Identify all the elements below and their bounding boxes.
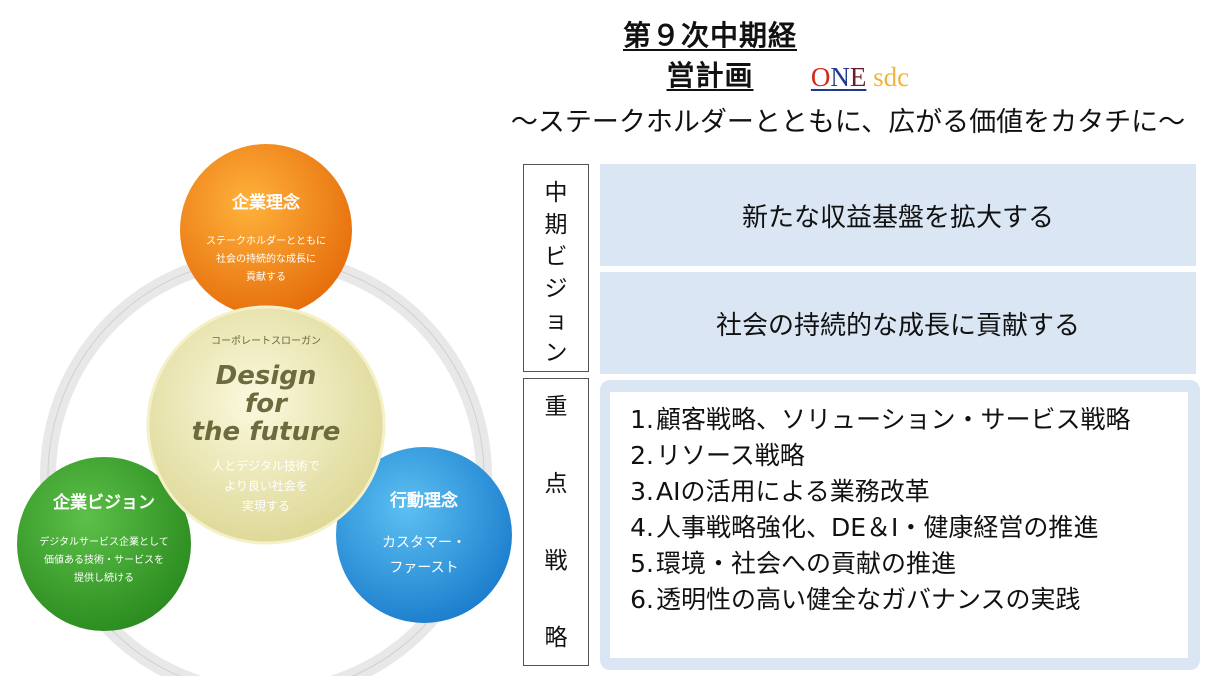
vision-label-char: 中 <box>544 180 568 206</box>
vision-label: 中 期 ビ ジ ョ ン <box>523 164 589 372</box>
strategy-item: 3.AIの活用による業務改革 <box>616 474 1186 510</box>
conduct-circle: 行動理念 カスタマー・ ファースト <box>336 447 512 623</box>
strategy-item-number: 6 <box>630 585 647 614</box>
vision-label-char: ビ <box>544 244 568 270</box>
strategy-item-number: 3 <box>630 477 647 506</box>
philosophy-line: 社会の持続的な成長に <box>216 252 316 265</box>
vision-circle: 企業ビジョン デジタルサービス企業として 価値ある技術・サービスを 提供し続ける <box>17 457 191 631</box>
philosophy-line: ステークホルダーとともに <box>206 234 326 247</box>
page-title: 第９次中期経営計画 <box>622 19 797 92</box>
strategy-item-text: 透明性の高い健全なガバナンスの実践 <box>656 585 1081 614</box>
philosophy-circle: 企業理念 ステークホルダーとともに 社会の持続的な成長に 貢献する <box>180 144 352 316</box>
strategy-item-number: 5 <box>630 549 647 578</box>
strategy-item-text: リソース戦略 <box>656 441 805 470</box>
vision-circle-line: デジタルサービス企業として <box>39 535 169 548</box>
vision-circle-line: 価値ある技術・サービスを <box>44 553 164 566</box>
vision-label-char: 期 <box>544 212 568 238</box>
slogan-sub: より良い社会を <box>224 478 308 493</box>
brand-logo-text: ONE sdc <box>780 62 940 93</box>
vision-item-2: 社会の持続的な成長に貢献する <box>600 272 1196 374</box>
strategy-list: 1.顧客戦略、ソリューション・サービス戦略 2.リソース戦略 3.AIの活用によ… <box>616 402 1186 618</box>
strategy-item-text: 人事戦略強化、DE＆I・健康経営の推進 <box>656 513 1099 542</box>
conduct-title: 行動理念 <box>389 490 458 511</box>
strategy-label: 重 点 戦 略 <box>523 378 589 666</box>
strategy-item-text: 環境・社会への貢献の推進 <box>656 549 957 578</box>
vision-label-char: ジ <box>544 276 568 302</box>
strategy-list-box <box>610 392 1188 658</box>
brand-letter-e: E <box>849 62 867 92</box>
strategy-label-char: 略 <box>544 625 568 651</box>
slogan-circle: コーポレートスローガン Design for the future 人とデジタル… <box>146 305 386 545</box>
vision-label-char: ョ <box>544 308 568 334</box>
slogan-label: コーポレートスローガン <box>211 335 321 347</box>
slogan-sub: 実現する <box>242 498 290 513</box>
strategy-item-text: 顧客戦略、ソリューション・サービス戦略 <box>656 405 1131 434</box>
strategy-label-char: 重 <box>544 394 568 420</box>
conduct-line: カスタマー・ <box>382 535 466 551</box>
slogan-sub: 人とデジタル技術で <box>212 458 320 473</box>
strategy-item-number: 1 <box>630 405 647 434</box>
slogan-line: the future <box>192 417 341 447</box>
philosophy-line: 貢献する <box>246 270 286 283</box>
brand-sdc: sdc <box>873 62 910 92</box>
strategy-item: 5.環境・社会への貢献の推進 <box>616 546 1186 582</box>
strategy-item-number: 4 <box>630 513 647 542</box>
vision-label-char: ン <box>544 340 568 366</box>
philosophy-title: 企業理念 <box>231 192 300 213</box>
vision-circle-title: 企業ビジョン <box>52 492 155 513</box>
conduct-line: ファースト <box>389 560 458 576</box>
strategy-item: 6.透明性の高い健全なガバナンスの実践 <box>616 582 1186 618</box>
corporate-philosophy-diagram: 企業理念 ステークホルダーとともに 社会の持続的な成長に 貢献する 企業ビジョン… <box>17 144 512 676</box>
strategy-label-char: 戦 <box>544 548 568 574</box>
slogan-line: Design <box>216 361 317 391</box>
strategy-item-number: 2 <box>630 441 647 470</box>
strategy-item: 1.顧客戦略、ソリューション・サービス戦略 <box>616 402 1186 438</box>
vision-item-1: 新たな収益基盤を拡大する <box>600 164 1196 266</box>
strategy-item: 2.リソース戦略 <box>616 438 1186 474</box>
brand-letter-n: N <box>830 62 850 92</box>
strategy-label-char: 点 <box>544 471 568 497</box>
brand-letter-o: O <box>810 62 831 92</box>
strategy-item: 4.人事戦略強化、DE＆I・健康経営の推進 <box>616 510 1186 546</box>
strategy-item-text: AIの活用による業務改革 <box>656 477 930 506</box>
vision-circle-line: 提供し続ける <box>74 571 134 584</box>
tagline: ～ステークホルダーとともに、広がる価値をカタチに～ <box>510 107 1186 138</box>
slogan-line: for <box>245 389 289 419</box>
